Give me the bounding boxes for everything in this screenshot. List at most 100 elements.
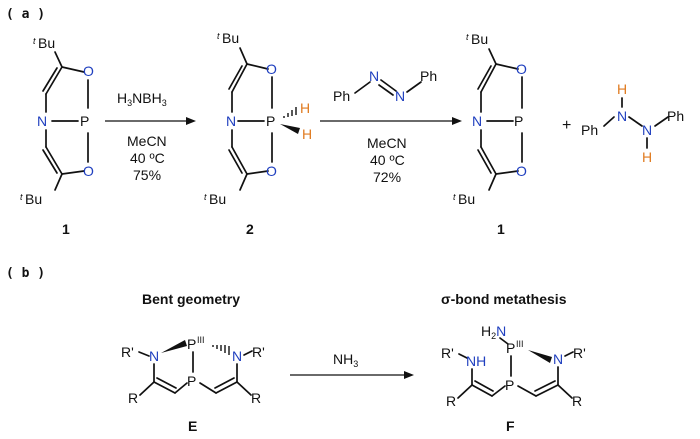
atom-o: O: [266, 61, 277, 77]
arrow-head: [452, 117, 462, 125]
compound-1-right: t Bu O N P O t Bu 1: [453, 31, 527, 237]
atom-n: N: [37, 113, 47, 129]
atom-r: R: [572, 393, 582, 409]
panel-a-label: ( a ): [6, 7, 45, 22]
arrow-head: [404, 371, 414, 379]
compound-number-1: 1: [497, 221, 505, 237]
solid-wedge-bond: [280, 124, 300, 134]
bond: [239, 173, 248, 191]
bond: [45, 146, 63, 175]
compound-2: t Bu N P O O H H t Bu 2: [204, 30, 312, 237]
atom-r: R: [446, 393, 456, 409]
reagent-h3nbh3: H3NBH3: [117, 90, 167, 108]
atom-o: O: [516, 163, 527, 179]
atom-h-orange: H: [300, 100, 310, 116]
atom-p: P: [187, 373, 196, 389]
bond: [174, 382, 188, 394]
bond: [480, 63, 497, 93]
condition-yield: 75%: [133, 167, 161, 183]
atom-p: P: [187, 336, 196, 352]
bond: [380, 79, 397, 92]
bond: [477, 65, 492, 90]
reagent-nh3: NH3: [333, 351, 358, 369]
atom-p: P: [505, 377, 514, 393]
bond: [471, 384, 493, 397]
atom-ph: Ph: [667, 108, 684, 124]
atom-r: R: [128, 390, 138, 406]
tbu-label: Bu: [471, 31, 488, 47]
hashed-wedge-bond: [212, 345, 230, 355]
bond: [378, 84, 394, 96]
oxidation-state: III: [516, 339, 524, 349]
compound-label-e: E: [188, 418, 197, 434]
tbu-label: Bu: [25, 191, 42, 207]
tbu-label: Bu: [222, 30, 239, 46]
atom-p: P: [514, 113, 523, 129]
atom-h-orange: H: [617, 81, 627, 97]
reaction-arrow-1: H3NBH3 MeCN 40 ºC 75%: [105, 90, 196, 183]
atom-r-prime: R': [573, 345, 586, 361]
azobenzene-reagent: Ph N N Ph: [333, 68, 437, 104]
amino-h2n: H2N: [481, 323, 506, 341]
bond: [654, 116, 669, 127]
bond: [228, 65, 243, 90]
bond: [231, 146, 248, 175]
atom-n: N: [226, 113, 236, 129]
atom-ph: Ph: [420, 68, 437, 84]
atom-h-orange: H: [302, 126, 312, 142]
solid-wedge-bond: [161, 340, 187, 353]
atom-r-prime: R': [252, 344, 265, 360]
tbu-prefix: t: [204, 192, 207, 202]
bond: [215, 381, 238, 394]
bond: [564, 351, 574, 357]
bond: [499, 337, 509, 345]
compound-F: H2N P III N R' R' NH P R R F: [441, 323, 586, 434]
bond: [354, 81, 371, 94]
compound-number-1: 1: [62, 221, 70, 237]
compound-number-2: 2: [246, 221, 254, 237]
compound-label-f: F: [506, 418, 515, 434]
panel-b-label: ( b ): [6, 266, 45, 281]
bond: [406, 81, 422, 93]
atom-n: N: [232, 348, 242, 364]
bond: [228, 149, 243, 174]
bond: [156, 377, 177, 389]
bond: [457, 384, 473, 399]
bond: [54, 51, 63, 68]
bond: [246, 170, 269, 175]
bond: [61, 170, 85, 175]
atom-p: P: [80, 113, 89, 129]
atom-nh: NH: [466, 353, 486, 369]
hydrazobenzene-product: H N Ph N Ph H: [581, 81, 684, 165]
bond: [231, 63, 248, 93]
hashed-wedge-bond: [283, 107, 297, 118]
atom-r: R: [251, 390, 261, 406]
bond: [557, 384, 573, 399]
bond: [42, 67, 58, 92]
tbu-prefix: t: [217, 31, 220, 41]
bond: [628, 116, 643, 127]
bond: [535, 384, 559, 397]
bond: [488, 48, 497, 65]
tbu-prefix: t: [453, 192, 456, 202]
atom-h-orange: H: [642, 149, 652, 165]
reaction-arrow-2: MeCN 40 ºC 72%: [320, 117, 462, 185]
tbu-prefix: t: [33, 36, 36, 46]
oxidation-state: III: [197, 335, 205, 345]
bond: [488, 173, 497, 191]
arrow-head: [186, 117, 196, 125]
atom-ph: Ph: [333, 88, 350, 104]
atom-o: O: [83, 163, 94, 179]
bond: [239, 47, 248, 65]
bond: [236, 381, 252, 396]
condition-temperature: 40 ºC: [370, 152, 405, 168]
atom-o: O: [266, 163, 277, 179]
bond: [495, 63, 519, 70]
atom-r-prime: R': [121, 344, 134, 360]
bond: [214, 377, 235, 389]
tbu-label: Bu: [209, 191, 226, 207]
tbu-label: Bu: [458, 191, 475, 207]
bond: [54, 173, 63, 191]
bond: [517, 385, 537, 397]
